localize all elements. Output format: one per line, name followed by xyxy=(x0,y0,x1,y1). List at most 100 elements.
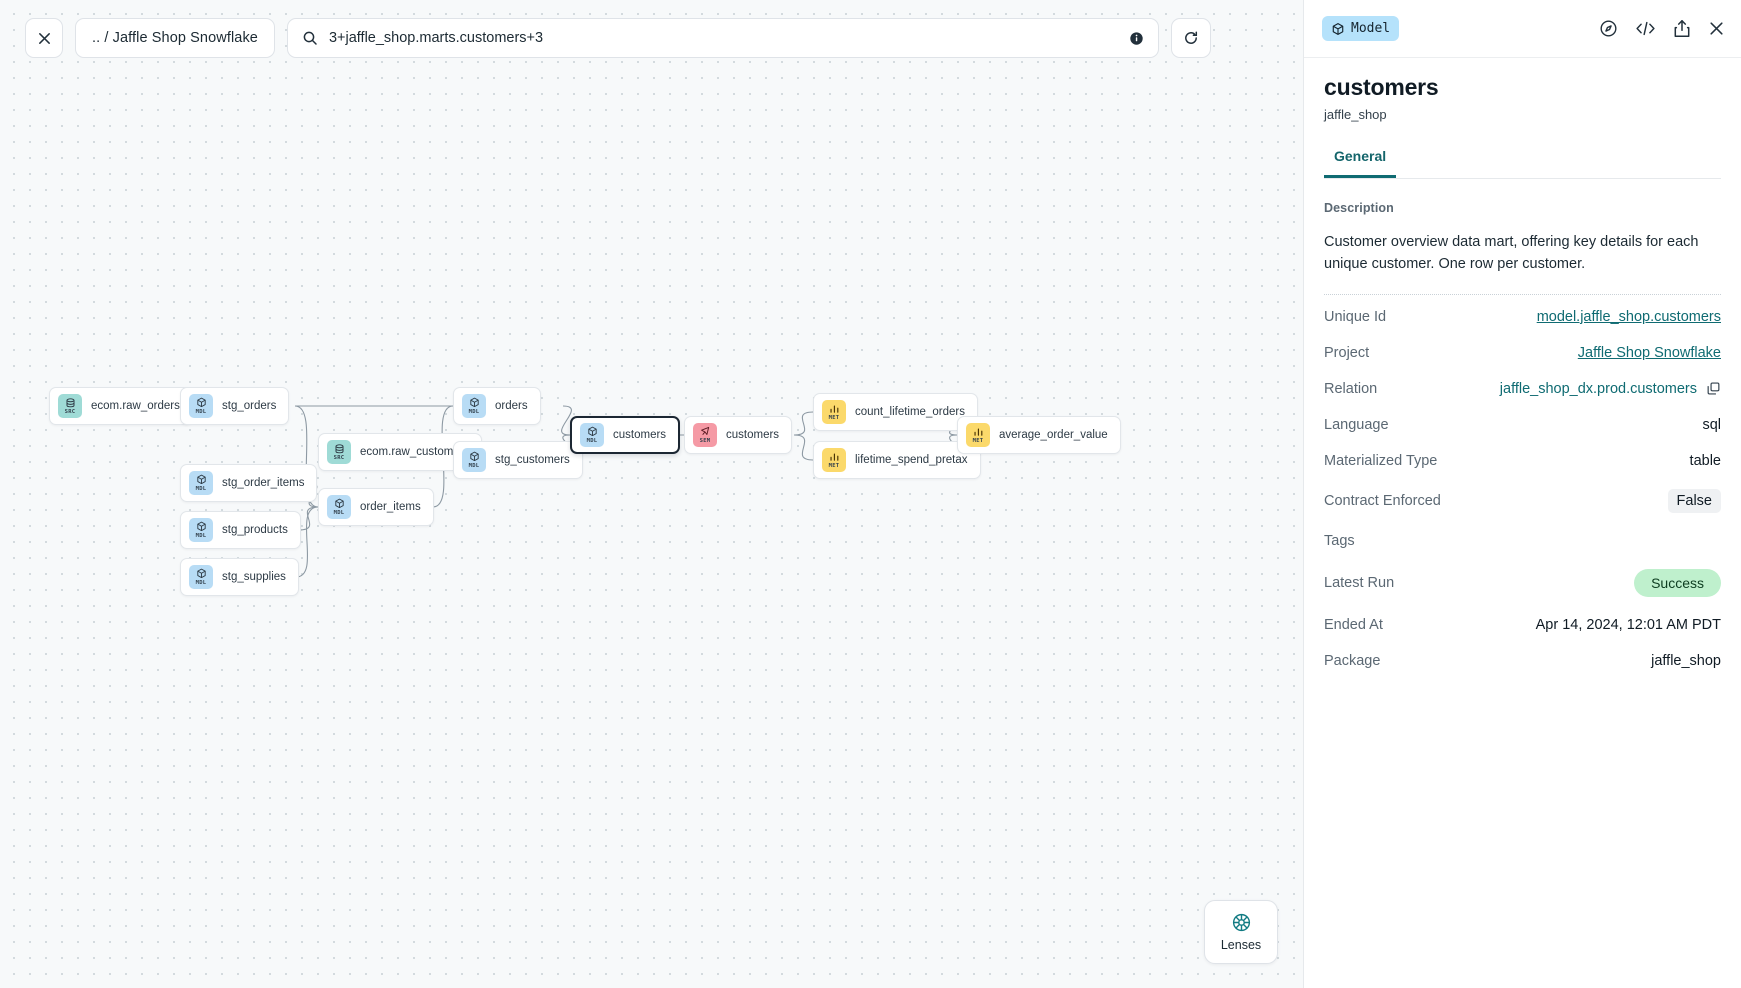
property-value-wrap: model.jaffle_shop.customers xyxy=(1537,309,1721,325)
close-icon[interactable] xyxy=(1708,20,1725,37)
property-key: Latest Run xyxy=(1324,574,1395,591)
node-badge-mdl-icon: MDL xyxy=(189,394,213,418)
graph-node-label: stg_customers xyxy=(495,454,570,466)
graph-node-label: stg_supplies xyxy=(222,571,286,583)
graph-node-label: lifetime_spend_pretax xyxy=(855,454,968,466)
breadcrumb[interactable]: .. / Jaffle Shop Snowflake xyxy=(75,18,275,58)
search-input[interactable]: 3+jaffle_shop.marts.customers+3 xyxy=(286,18,1159,58)
property-key: Tags xyxy=(1324,532,1355,549)
property-value: jaffle_shop_dx.prod.customers xyxy=(1499,380,1697,397)
node-badge-src-icon: SRC xyxy=(327,440,351,464)
property-value-wrap: Apr 14, 2024, 12:01 AM PDT xyxy=(1536,617,1721,633)
lineage-canvas[interactable]: .. / Jaffle Shop Snowflake 3+jaffle_shop… xyxy=(0,0,1303,988)
share-icon[interactable] xyxy=(1673,19,1691,38)
graph-node-customers_semantic[interactable]: SEM customers xyxy=(684,416,793,454)
panel-body: Description Customer overview data mart,… xyxy=(1304,179,1741,679)
graph-node-label: orders xyxy=(495,400,528,412)
graph-node-label: average_order_value xyxy=(999,429,1108,441)
node-badge-mdl-icon: MDL xyxy=(189,518,213,542)
lens-icon xyxy=(1231,912,1252,933)
node-badge-mdl-icon: MDL xyxy=(189,471,213,495)
graph-node-label: ecom.raw_customers xyxy=(360,446,470,458)
property-key: Unique Id xyxy=(1324,308,1387,325)
close-icon xyxy=(37,31,52,46)
property-row: Materialized Type table xyxy=(1324,443,1721,479)
node-badge-mdl-icon: MDL xyxy=(580,423,604,447)
property-value: jaffle_shop xyxy=(1651,652,1721,669)
property-key: Ended At xyxy=(1324,616,1383,633)
graph-node-label: order_items xyxy=(360,501,421,513)
resource-type-chip: Model xyxy=(1322,16,1400,41)
status-badge: Success xyxy=(1634,568,1721,597)
graph-node-stg_order_items[interactable]: MDL stg_order_items xyxy=(180,464,318,502)
property-row: Language sql xyxy=(1324,407,1721,443)
cube-icon xyxy=(1331,22,1345,36)
graph-node-label: count_lifetime_orders xyxy=(855,406,965,418)
canvas-toolbar: .. / Jaffle Shop Snowflake 3+jaffle_shop… xyxy=(25,18,1211,58)
property-row: Ended At Apr 14, 2024, 12:01 AM PDT xyxy=(1324,607,1721,643)
graph-node-stg_supplies[interactable]: MDL stg_supplies xyxy=(180,558,299,596)
panel-title-block: customers jaffle_shop xyxy=(1304,58,1741,122)
graph-node-label: stg_order_items xyxy=(222,477,305,489)
node-badge-met-icon: MET xyxy=(822,400,846,424)
node-badge-src-icon: SRC xyxy=(58,394,82,418)
property-key: Package xyxy=(1324,652,1381,669)
graph-node-lifetime_spend_pretax[interactable]: MET lifetime_spend_pretax xyxy=(813,441,981,479)
code-icon[interactable] xyxy=(1635,19,1656,38)
property-row: Unique Id model.jaffle_shop.customers xyxy=(1324,299,1721,335)
property-row: Tags xyxy=(1324,523,1721,559)
node-badge-mdl-icon: MDL xyxy=(327,495,351,519)
property-value-wrap: Jaffle Shop Snowflake xyxy=(1578,345,1721,361)
property-value-wrap: False xyxy=(1667,488,1721,513)
page-subtitle: jaffle_shop xyxy=(1324,107,1387,122)
property-key: Materialized Type xyxy=(1324,452,1438,469)
node-badge-met-icon: MET xyxy=(966,423,990,447)
graph-node-ecom_raw_orders[interactable]: SRC ecom.raw_orders xyxy=(49,387,193,425)
search-icon xyxy=(302,30,318,46)
property-value-link[interactable]: model.jaffle_shop.customers xyxy=(1536,308,1721,325)
property-row: Package jaffle_shop xyxy=(1324,643,1721,679)
info-icon[interactable] xyxy=(1129,31,1144,46)
description-label: Description xyxy=(1324,201,1394,215)
node-badge-mdl-icon: MDL xyxy=(189,565,213,589)
refresh-button[interactable] xyxy=(1170,18,1211,58)
node-badge-sem-icon: SEM xyxy=(693,423,717,447)
graph-node-label: customers xyxy=(726,429,780,441)
node-badge-met-icon: MET xyxy=(822,448,846,472)
property-key: Contract Enforced xyxy=(1324,492,1441,509)
close-lineage-button[interactable] xyxy=(25,18,63,58)
property-key: Language xyxy=(1324,416,1389,433)
property-value: table xyxy=(1689,452,1721,469)
graph-node-label: ecom.raw_orders xyxy=(91,400,180,412)
graph-node-average_order_value[interactable]: MET average_order_value xyxy=(957,416,1121,454)
details-panel-header: Model xyxy=(1304,0,1741,58)
property-value-wrap: sql xyxy=(1702,417,1721,433)
property-value-wrap: Success xyxy=(1634,568,1721,597)
property-value-link[interactable]: Jaffle Shop Snowflake xyxy=(1577,344,1721,361)
breadcrumb-label: .. / Jaffle Shop Snowflake xyxy=(92,30,258,46)
divider xyxy=(1324,293,1721,295)
resource-type-label: Model xyxy=(1351,21,1391,36)
tab-general[interactable]: General xyxy=(1324,148,1397,178)
graph-node-label: stg_orders xyxy=(222,400,277,412)
copy-icon[interactable] xyxy=(1706,381,1721,396)
graph-node-stg_orders[interactable]: MDL stg_orders xyxy=(180,387,290,425)
property-row: Latest Run Success xyxy=(1324,559,1721,607)
property-value-wrap: jaffle_shop xyxy=(1651,653,1721,669)
graph-node-count_lifetime_orders[interactable]: MET count_lifetime_orders xyxy=(813,393,978,431)
lenses-button[interactable]: Lenses xyxy=(1204,900,1278,964)
graph-node-order_items[interactable]: MDL order_items xyxy=(318,488,434,526)
property-row: Contract Enforced False xyxy=(1324,479,1721,523)
explore-icon[interactable] xyxy=(1599,19,1618,38)
property-value-wrap: jaffle_shop_dx.prod.customers xyxy=(1500,381,1721,397)
lenses-label: Lenses xyxy=(1220,938,1262,952)
page-title: customers xyxy=(1324,74,1439,100)
property-value: Apr 14, 2024, 12:01 AM PDT xyxy=(1535,616,1721,633)
